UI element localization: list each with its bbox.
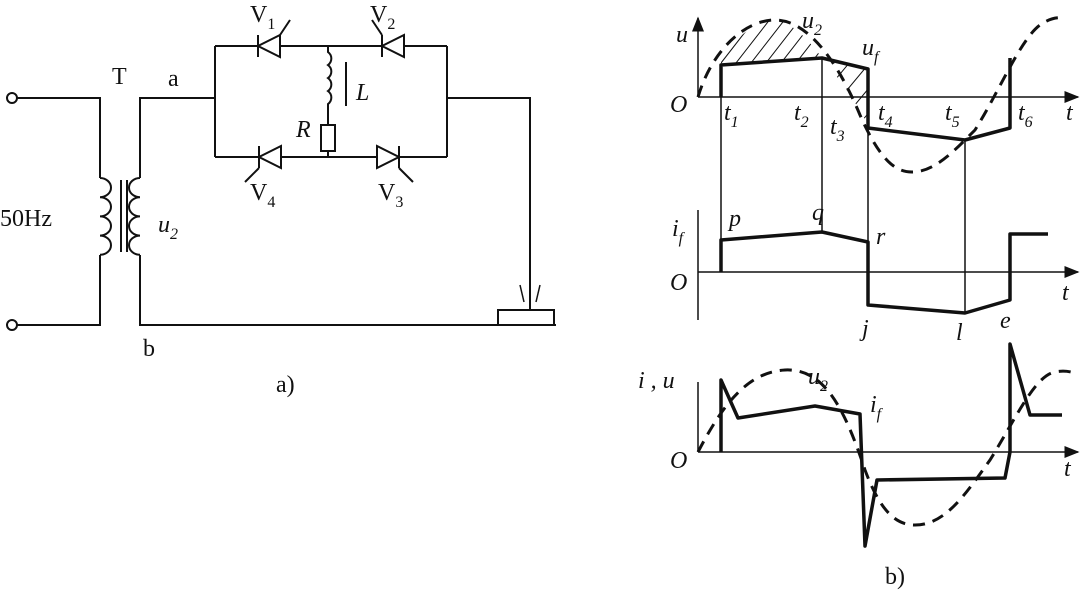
top-uf-curve xyxy=(719,56,1012,142)
circuit-diagram: 50Hz T u2 a b V1 xyxy=(0,2,556,398)
resistor xyxy=(320,124,336,152)
bottom-y-label: i , u xyxy=(638,368,675,394)
top-y-label: u xyxy=(676,22,688,48)
point-l: l xyxy=(956,320,963,346)
point-j: j xyxy=(859,316,869,342)
middle-y-label: if xyxy=(672,216,686,247)
combined-waveform-plot: i , u O t u2 if xyxy=(638,342,1080,548)
node-b-label: b xyxy=(143,336,155,362)
thyristor-v4: V4 xyxy=(244,144,282,211)
waveform-diagrams: u O t u2 uf t1 t2 t3 t4 t5 t6 if O t xyxy=(638,8,1080,590)
secondary-wire-a xyxy=(139,97,215,178)
source-frequency-label: 50Hz xyxy=(0,206,52,232)
hatched-region-2 xyxy=(822,58,868,125)
transformer: T xyxy=(99,64,141,256)
point-p: p xyxy=(727,206,741,232)
svg-text:V2: V2 xyxy=(370,2,395,33)
time-mark-t6: t6 xyxy=(1018,100,1033,131)
source-terminal-bottom xyxy=(6,319,18,331)
bottom-origin-label: O xyxy=(670,448,687,474)
secondary-wire-b xyxy=(139,255,556,326)
hatched-region-1 xyxy=(721,20,822,65)
secondary-voltage-label: u2 xyxy=(158,212,178,243)
inductor-coil xyxy=(326,46,333,125)
transformer-label: T xyxy=(112,64,127,90)
bottom-if-label: if xyxy=(870,392,884,423)
secondary-coil xyxy=(128,177,141,256)
svg-text:V4: V4 xyxy=(250,180,275,211)
thyristor-v3: V3 xyxy=(376,144,414,211)
output-wire xyxy=(447,97,531,310)
circuit-caption: a) xyxy=(276,372,295,398)
time-mark-t4: t4 xyxy=(878,100,893,131)
svg-text:V3: V3 xyxy=(378,180,403,211)
point-e: e xyxy=(1000,308,1011,334)
thyristor-v2: V2 xyxy=(370,2,405,59)
middle-x-label: t xyxy=(1062,280,1070,306)
bottom-if-curve xyxy=(719,342,1062,548)
time-mark-t1: t1 xyxy=(724,100,739,131)
middle-origin-label: O xyxy=(670,270,687,296)
waveform-caption: b) xyxy=(885,564,905,590)
node-a-label: a xyxy=(168,66,179,92)
source-terminal-top xyxy=(6,92,18,104)
top-u2-label: u2 xyxy=(802,8,822,39)
top-u2-sine-curve xyxy=(696,16,1066,174)
bottom-u2-sine-curve xyxy=(696,368,1079,527)
inductor-label: L xyxy=(355,80,369,106)
bottom-x-label: t xyxy=(1064,456,1072,482)
top-x-label: t xyxy=(1066,100,1074,126)
point-q: q xyxy=(812,200,824,226)
primary-coil xyxy=(99,177,112,256)
current-waveform-plot: if O t p q r j l e xyxy=(670,200,1080,346)
time-mark-t2: t2 xyxy=(794,100,809,131)
thyristor-v1: V1 xyxy=(250,2,291,59)
middle-if-curve xyxy=(719,230,1048,315)
top-origin-label: O xyxy=(670,92,687,118)
time-mark-t5: t5 xyxy=(945,100,960,131)
load-branch: L R xyxy=(295,46,369,157)
primary-wire xyxy=(17,97,101,326)
point-r: r xyxy=(876,224,886,250)
top-uf-label: uf xyxy=(862,35,881,66)
electrode-workpiece xyxy=(497,283,555,326)
resistor-label: R xyxy=(295,117,311,143)
bottom-u2-label: u2 xyxy=(808,364,828,395)
svg-text:V1: V1 xyxy=(250,2,275,33)
time-mark-t3: t3 xyxy=(830,114,845,145)
voltage-waveform-plot: u O t u2 uf t1 t2 t3 t4 t5 t6 xyxy=(670,8,1080,174)
